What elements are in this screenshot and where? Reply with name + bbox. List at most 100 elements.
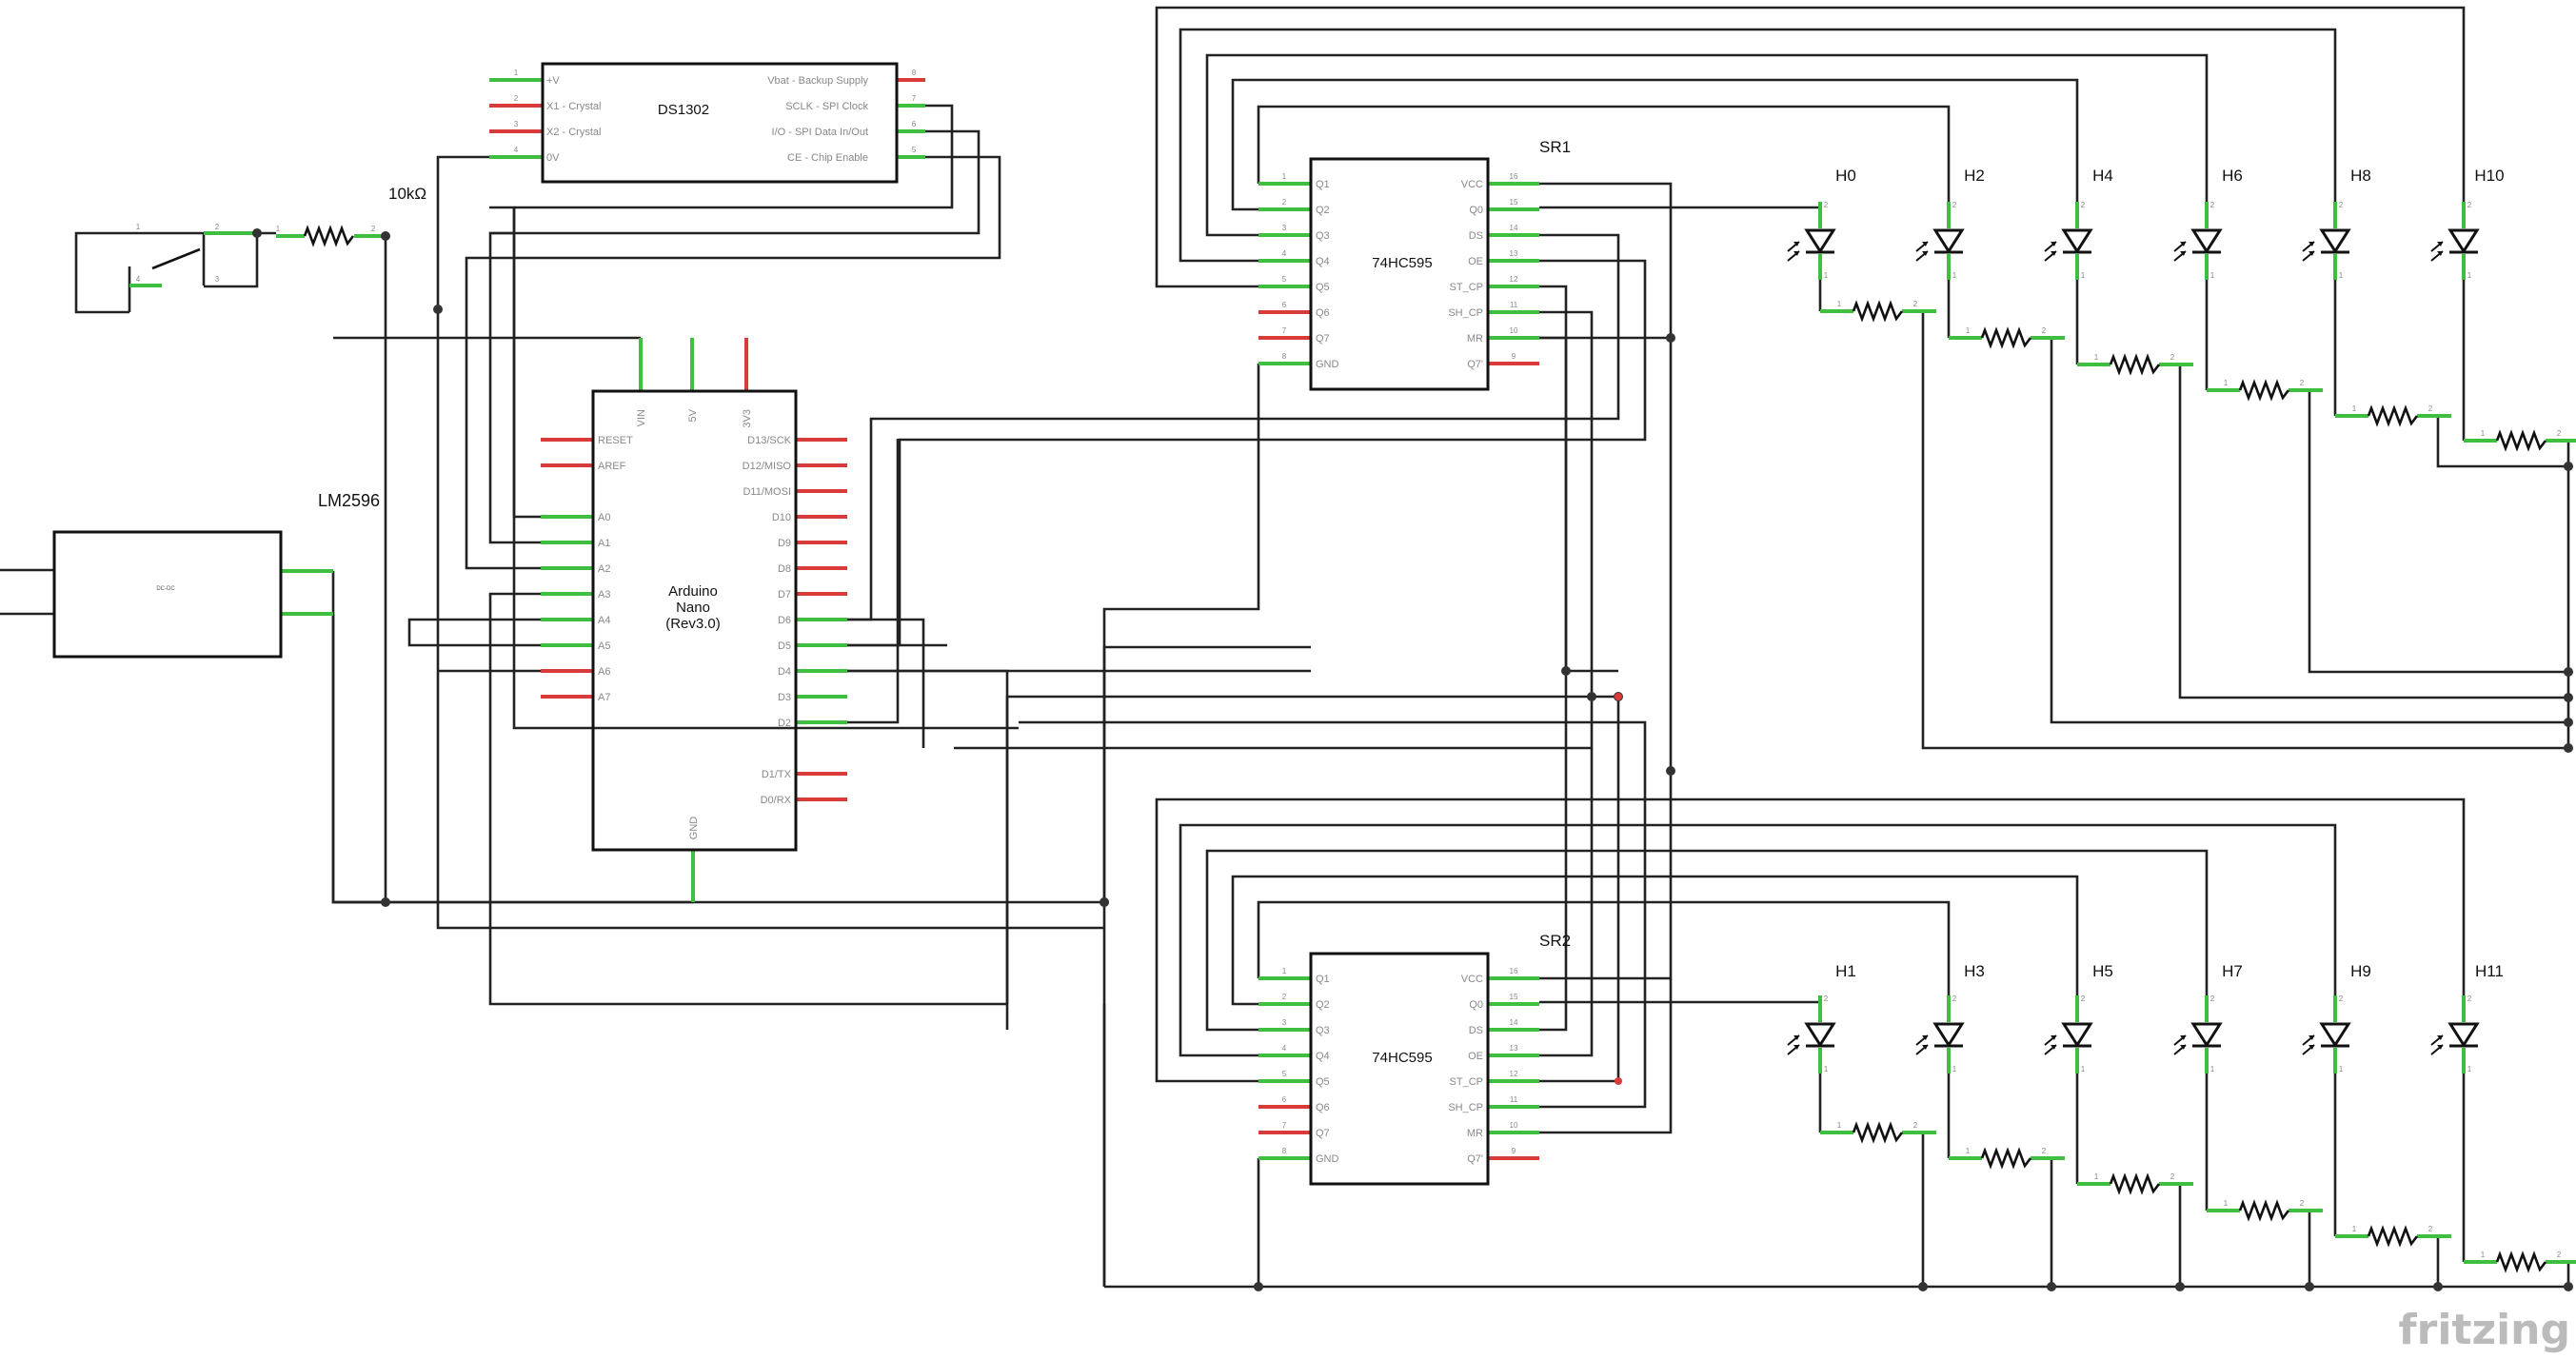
junction-dot xyxy=(252,228,262,238)
label-labels-sr_right_pins-6: MR xyxy=(1467,333,1483,345)
label-labels-sr_chip: 74HC595 xyxy=(1372,1050,1432,1066)
junction-dot xyxy=(1666,333,1675,343)
junction-dot xyxy=(2564,462,2573,471)
led-top-3-arrowhead xyxy=(2180,251,2186,256)
pin-number: 5 xyxy=(1282,275,1287,284)
wire-layer xyxy=(0,6,2570,1289)
led-bottom-resistor-3 xyxy=(2238,1199,2290,1222)
label-labels-arduino_right_pins-11: D2 xyxy=(778,718,791,729)
wire xyxy=(847,233,1620,621)
led-bottom-5-body xyxy=(2447,1022,2480,1048)
pin-number: 13 xyxy=(1510,1044,1518,1053)
led-top-4-arrowhead xyxy=(2308,251,2314,256)
pin-number: 14 xyxy=(1510,224,1518,232)
label-labels-leds_top-4: H8 xyxy=(2350,167,2371,185)
junction-dot xyxy=(2175,1282,2185,1291)
label-labels-ds_pins_left-1: X1 - Crystal xyxy=(546,101,601,112)
label-labels-arduino_top_pins-2: 3V3 xyxy=(742,409,753,428)
led-bottom-0-arrowhead xyxy=(1793,1045,1799,1050)
pin-number: 4 xyxy=(1282,1044,1287,1053)
label-labels-arduino_left_pins-2: A0 xyxy=(598,512,610,523)
wire xyxy=(847,439,900,724)
led-bottom-5-arrowhead xyxy=(2437,1035,2443,1040)
label-labels-arduino_right_pins-2: D11/MOSI xyxy=(743,486,791,498)
label-labels-sr_left_pins-5: Q6 xyxy=(1316,307,1330,319)
led-bottom-4-arrowhead xyxy=(2308,1045,2314,1050)
pin-number: 1 xyxy=(2081,1065,2086,1073)
led-bottom-resistor-0 xyxy=(1852,1121,1904,1144)
pin-number: 2 xyxy=(215,223,220,231)
pin-number: 1 xyxy=(2339,1065,2344,1073)
junction-dot xyxy=(2047,1282,2056,1291)
wire xyxy=(1539,336,1618,673)
led-bottom-1-arrowhead xyxy=(1922,1035,1928,1040)
led-bottom-4-body xyxy=(2319,1022,2351,1048)
pin-number: 1 xyxy=(1952,1065,1957,1073)
label-labels-sr_left_pins-0: Q1 xyxy=(1316,179,1330,190)
pin-number: 11 xyxy=(1510,1095,1518,1104)
pin-number: 1 xyxy=(2481,429,2486,438)
junction-dot-red xyxy=(1615,1077,1622,1085)
pin-number: 2 xyxy=(1824,995,1829,1003)
label-labels-ds_pins_left-3: 0V xyxy=(546,152,560,164)
led-top-4-arrowhead xyxy=(2308,242,2314,246)
led-bottom-resistor-5 xyxy=(2495,1251,2547,1273)
label-labels-sr_right_pins-2: DS xyxy=(1469,1025,1483,1036)
led-top-resistor-1 xyxy=(1980,326,2032,349)
junction-dot xyxy=(1561,666,1571,676)
pin-number: 1 xyxy=(2210,271,2215,280)
led-top-0-arrowhead xyxy=(1793,242,1799,246)
wire xyxy=(74,231,257,314)
junction-dot xyxy=(381,231,390,241)
pin-number: 1 xyxy=(1282,967,1287,975)
pin-number: 2 xyxy=(2557,429,2562,438)
wire xyxy=(847,618,925,748)
sr1-body xyxy=(1309,157,1490,391)
led-bottom-2-body xyxy=(2061,1022,2093,1048)
wire xyxy=(847,669,1009,1004)
label-labels-sr1: SR1 xyxy=(1539,138,1571,156)
wire xyxy=(1005,695,1620,1083)
led-bottom-0-arrowhead xyxy=(1793,1035,1799,1040)
label-labels-arduino_right_pins-1: D12/MISO xyxy=(743,461,792,472)
label-labels-arduino_right_pins-5: D8 xyxy=(778,563,791,575)
led-top-resistor-2 xyxy=(2109,353,2161,376)
pin-number: 8 xyxy=(912,69,917,77)
wire xyxy=(1102,364,1260,1287)
pin-number: 1 xyxy=(2339,271,2344,280)
pin-number: 1 xyxy=(1282,172,1287,181)
label-labels-arduino_left_pins-1: AREF xyxy=(598,461,626,472)
label-labels-leds_bottom-4: H9 xyxy=(2350,962,2371,980)
led-bottom-0-body xyxy=(1804,1022,1836,1048)
pin-number: 1 xyxy=(514,69,519,77)
pin-number: 6 xyxy=(1282,301,1287,309)
wire xyxy=(488,129,981,544)
label-labels-sr_right_pins-6: MR xyxy=(1467,1128,1483,1139)
pin-number: 11 xyxy=(1510,301,1518,309)
label-labels-arduino_left_pins-8: A6 xyxy=(598,666,610,678)
label-labels-sr_right_pins-4: ST_CP xyxy=(1450,282,1483,293)
pin-number: 1 xyxy=(276,225,281,233)
led-bottom-resistor-2 xyxy=(2109,1172,2161,1195)
label-labels-sr_left_pins-3: Q4 xyxy=(1316,1051,1330,1062)
pin-number: 2 xyxy=(1913,300,1918,308)
wire xyxy=(204,233,259,288)
pin-number: 6 xyxy=(912,120,917,128)
pullup-resistor xyxy=(303,225,355,247)
label-labels-arduino_right_pins-13: D0/RX xyxy=(761,795,792,806)
pin-number: 9 xyxy=(1512,1147,1516,1155)
label-labels-sr_right_pins-1: Q0 xyxy=(1469,205,1483,216)
led-top-2-arrowhead xyxy=(2051,242,2056,246)
label-labels-sr_left_pins-4: Q5 xyxy=(1316,282,1330,293)
junction-dot xyxy=(433,305,443,314)
label-labels-arduino_top_pins-0: VIN xyxy=(636,409,647,426)
pin-number: 4 xyxy=(514,146,519,154)
pin-number: 1 xyxy=(2081,271,2086,280)
wire xyxy=(1539,202,1822,209)
label-labels-arduino_left_pins-3: A1 xyxy=(598,538,610,549)
label-labels-sr_left_pins-5: Q6 xyxy=(1316,1102,1330,1113)
label-labels-arduino_name-2: (Rev3.0) xyxy=(665,616,721,632)
pin-number: 3 xyxy=(215,275,220,284)
junction-dot-red xyxy=(1615,693,1622,700)
